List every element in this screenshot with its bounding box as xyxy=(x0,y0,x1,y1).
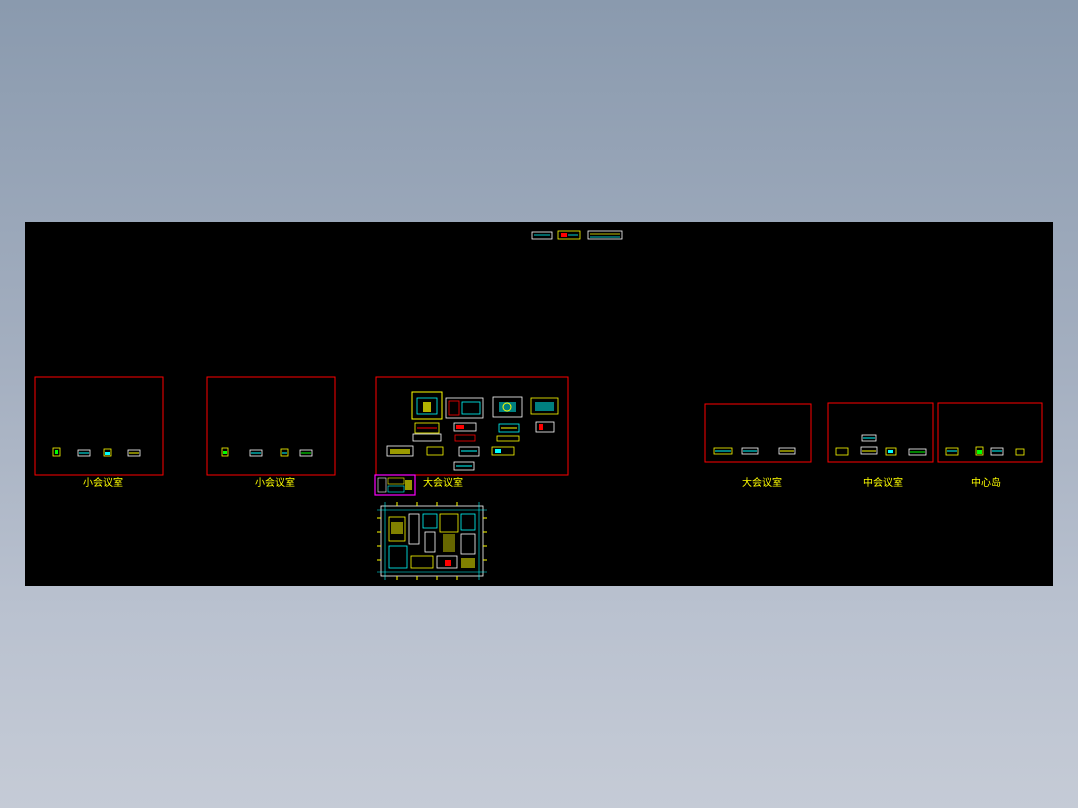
drawing-layer xyxy=(34,230,1043,580)
sheet-label-large-meeting-2: 大会议室 xyxy=(742,478,782,489)
key-plan-highlighted[interactable] xyxy=(374,474,416,496)
sheet-label-medium-meeting: 中会议室 xyxy=(863,478,903,489)
sheet-frame-small-meeting-2[interactable] xyxy=(206,376,336,476)
small-meeting-2-elevations[interactable] xyxy=(221,447,313,457)
sheet-frame-large-meeting-1[interactable] xyxy=(375,376,569,476)
small-meeting-1-elevations[interactable] xyxy=(52,447,141,457)
cad-model-space[interactable]: 小会议室 小会议室 大会议室 大会议室 中会议室 中心岛 xyxy=(25,222,1053,586)
large-meeting-1-details[interactable] xyxy=(386,391,559,471)
overall-floor-plan[interactable] xyxy=(377,502,487,580)
sheet-frame-small-meeting-1[interactable] xyxy=(34,376,164,476)
sheet-label-center-island: 中心岛 xyxy=(971,478,1001,489)
large-meeting-2-elevations[interactable] xyxy=(713,447,796,455)
top-title-blocks[interactable] xyxy=(531,230,623,240)
medium-meeting-elevations[interactable] xyxy=(835,434,927,456)
sheet-label-large-meeting-1: 大会议室 xyxy=(423,478,463,489)
center-island-elevations[interactable] xyxy=(945,446,1025,456)
sheet-frame-medium-meeting[interactable] xyxy=(827,402,934,463)
sheet-label-small-meeting-1: 小会议室 xyxy=(83,478,123,489)
sheet-frame-center-island[interactable] xyxy=(937,402,1043,463)
sheet-label-small-meeting-2: 小会议室 xyxy=(255,478,295,489)
sheet-frame-large-meeting-2[interactable] xyxy=(704,403,812,463)
